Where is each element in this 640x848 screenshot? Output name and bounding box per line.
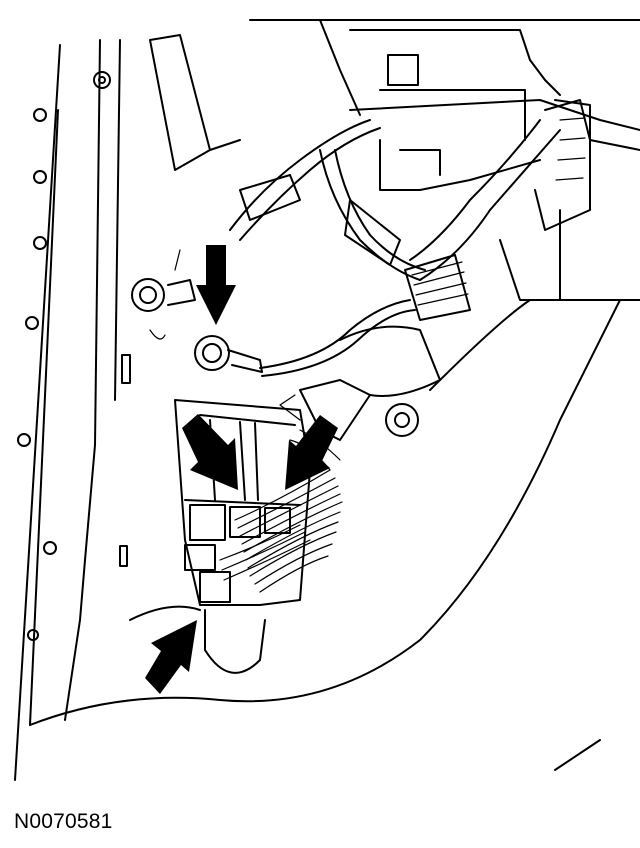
panel-holes	[17, 108, 131, 641]
upper-module	[93, 19, 640, 301]
connector-wires	[219, 429, 343, 593]
ground-stud-left	[131, 249, 196, 340]
trim-panel	[429, 299, 601, 771]
arrow-top	[196, 245, 236, 325]
arrow-left	[182, 414, 238, 490]
arrow-right	[285, 415, 338, 490]
wiring-harness	[229, 99, 591, 441]
ground-stud-center	[194, 335, 263, 373]
figure-code: N0070581	[14, 810, 113, 833]
pointer-arrows	[145, 245, 338, 694]
arrow-bottom	[145, 620, 197, 694]
body-panel	[14, 34, 621, 781]
